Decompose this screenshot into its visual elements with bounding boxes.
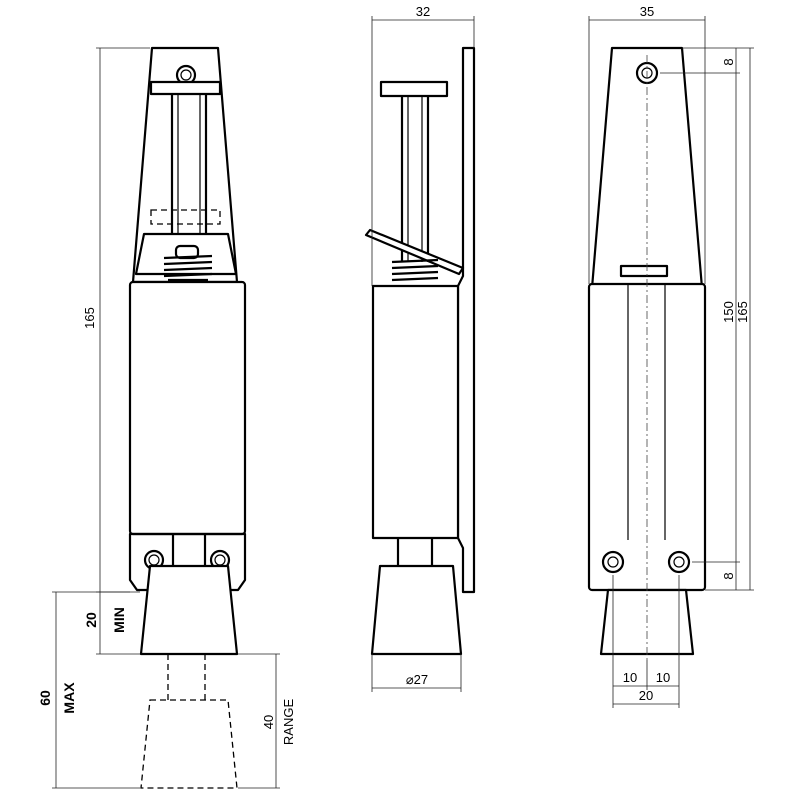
back-bottom-screw-left	[601, 550, 625, 574]
dim-back-inner-height: 150	[721, 301, 736, 323]
dim-back-height: 165	[735, 301, 750, 323]
dim-range-value: 40	[261, 715, 276, 729]
dim-front-height: 165	[82, 307, 97, 329]
back-view	[587, 46, 707, 660]
dim-max-value: 60	[37, 690, 53, 706]
dim-back-hole-right: 10	[656, 670, 670, 685]
front-body	[128, 280, 247, 536]
side-top-cap	[379, 80, 449, 98]
dim-back-width: 35	[640, 4, 654, 19]
dim-min-label: MIN	[111, 607, 127, 633]
side-view	[364, 46, 476, 656]
side-spring	[391, 258, 439, 282]
front-view	[128, 46, 247, 789]
dim-range-label: RANGE	[281, 699, 296, 746]
back-slot	[619, 264, 669, 278]
dimension-lines	[52, 16, 754, 789]
dim-max-label: MAX	[61, 682, 77, 714]
side-body	[371, 284, 460, 540]
dim-back-bottom-hole: 8	[721, 572, 736, 579]
dim-back-hole-span: 20	[639, 688, 653, 703]
front-spring-housing	[134, 232, 238, 276]
front-rubber-foot	[139, 564, 239, 656]
front-spring	[163, 244, 213, 282]
dim-min-value: 20	[83, 612, 99, 628]
dim-back-top-hole: 8	[721, 58, 736, 65]
dim-back-hole-left: 10	[623, 670, 637, 685]
front-extended-foot	[140, 699, 238, 789]
front-top-bar	[149, 80, 222, 96]
front-bottom-plate	[128, 532, 247, 592]
side-backplate	[456, 46, 476, 594]
dimension-labels: 165 20 MIN 60 MAX 40 RANGE 32 ⌀27 35 8 1…	[37, 4, 750, 745]
back-bottom-screw-right	[667, 550, 691, 574]
dim-side-width: 32	[416, 4, 430, 19]
front-retracted-bar	[150, 209, 221, 225]
side-rubber-foot	[370, 564, 463, 656]
dim-side-diameter: ⌀27	[406, 672, 428, 687]
